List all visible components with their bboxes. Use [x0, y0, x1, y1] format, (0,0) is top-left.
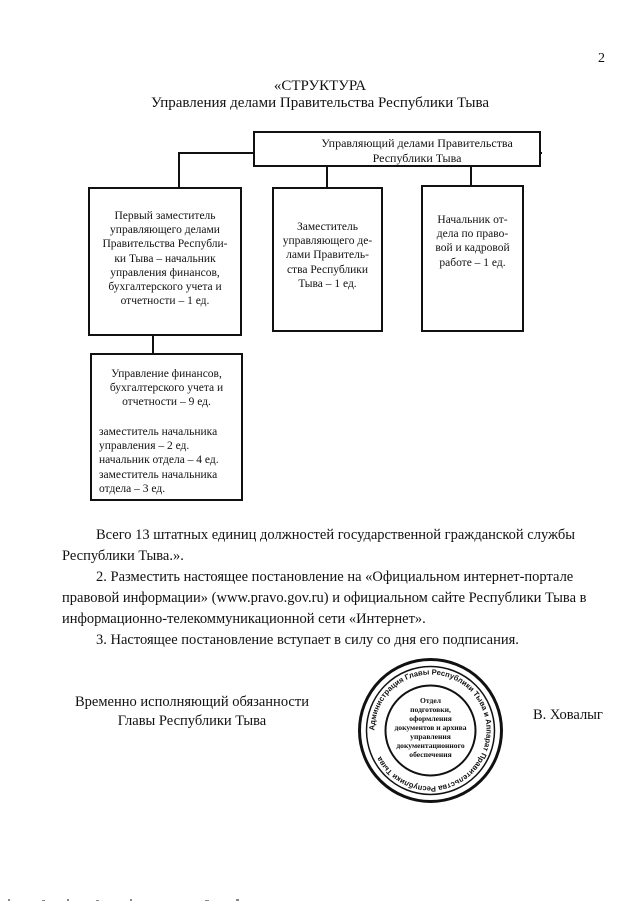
stamp-center-line-6: документационного [396, 741, 464, 750]
scan-artifacts [8, 899, 239, 901]
official-stamp: Администрация Главы Республики Тыва и Ап… [358, 658, 503, 803]
deputy-box: Заместитель управляющего де- лами Правит… [272, 187, 383, 332]
structure-subtitle: Управления делами Правительства Республи… [150, 95, 490, 111]
page-number: 2 [598, 51, 605, 66]
item-2-paragraph: 2. Разместить настоящее постановление на… [62, 567, 622, 630]
signatory-name: В. Ховалыг [533, 707, 603, 723]
stamp-center-line-7: обеспечения [409, 750, 451, 759]
finance-title-line-1: Управление финансов, [111, 368, 222, 380]
first-deputy-line-5: управления финансов, [110, 266, 220, 279]
item-3-paragraph: 3. Настоящее постановление вступает в си… [96, 630, 622, 651]
stamp-center-line-1: Отдел [420, 696, 442, 705]
item-2-line-3: информационно-телекоммуникационной сети … [62, 611, 426, 627]
legal-head-line-4: работе – 1 ед. [439, 256, 506, 269]
signatory-position-line-1: Временно исполняющий обязанности [75, 694, 309, 710]
deputy-line-4: ства Республики [286, 263, 369, 276]
connector-left-down [178, 152, 180, 188]
stamp-center-line-5: управления [410, 732, 451, 741]
finance-title-line-3: отчетности – 9 ед. [122, 396, 211, 409]
stamp-center-line-3: оформления [409, 714, 452, 723]
total-line-2: Республики Тыва.». [62, 548, 184, 564]
first-deputy-line-1: Первый заместитель [114, 210, 216, 222]
connector-deputy-to-finance [152, 335, 154, 354]
total-line-1: Всего 13 штатных единиц должностей госуд… [96, 527, 575, 543]
finance-staff-line-3: начальник отдела – 4 ед. [99, 454, 219, 467]
finance-title-line-2: бухгалтерского учета и [109, 382, 224, 395]
connector-middle-down [326, 166, 328, 188]
finance-dept-box: Управление финансов, бухгалтерского учет… [90, 353, 243, 501]
first-deputy-line-6: бухгалтерского учета и [108, 281, 222, 294]
signatory-position-line-2: Главы Республики Тыва [117, 713, 267, 729]
connector-right-down [470, 166, 472, 186]
deputy-line-3: лами Правитель- [286, 249, 369, 262]
item-3-line: 3. Настоящее постановление вступает в си… [96, 632, 519, 648]
first-deputy-line-3: Правительства Республи- [102, 238, 228, 251]
signatory-position: Временно исполняющий обязанности Главы Р… [62, 693, 322, 731]
deputy-line-1: Заместитель [297, 221, 358, 233]
legal-head-box: Начальник от- дела по право- вой и кадро… [421, 185, 524, 332]
head-line-2: Республики Тыва [372, 151, 462, 165]
finance-staff-line-2: управления – 2 ед. [99, 440, 190, 453]
first-deputy-line-2: управляющего делами [110, 224, 220, 237]
first-deputy-box: Первый заместитель управляющего делами П… [88, 187, 242, 336]
structure-title: «СТРУКТУРА [273, 78, 367, 94]
legal-head-line-3: вой и кадровой [435, 242, 510, 255]
deputy-line-5: Тыва – 1 ед. [298, 277, 357, 290]
finance-staff-line-4: заместитель начальника [99, 468, 218, 481]
total-paragraph: Всего 13 штатных единиц должностей госуд… [62, 525, 622, 567]
item-2-line-1: 2. Разместить настоящее постановление на… [96, 569, 574, 585]
first-deputy-line-7: отчетности – 1 ед. [120, 295, 210, 308]
legal-head-line-2: дела по право- [436, 228, 509, 241]
legal-head-line-1: Начальник от- [437, 214, 508, 226]
deputy-line-2: управляющего де- [282, 235, 373, 248]
head-box: Управляющий делами Правительства Республ… [253, 131, 541, 167]
stamp-center-line-4: документов и архива [394, 723, 466, 732]
head-line-1: Управляющий делами Правительства [321, 136, 513, 150]
finance-staff-line-5: отдела – 3 ед. [99, 482, 166, 495]
finance-staff-line-1: заместитель начальника [99, 426, 218, 438]
item-2-line-2: правовой информации» (www.pravo.gov.ru) … [62, 590, 587, 606]
stamp-center-line-2: подготовки, [410, 705, 451, 714]
first-deputy-line-4: ки Тыва – начальник [114, 252, 216, 265]
connector-head-to-bar [178, 152, 254, 154]
